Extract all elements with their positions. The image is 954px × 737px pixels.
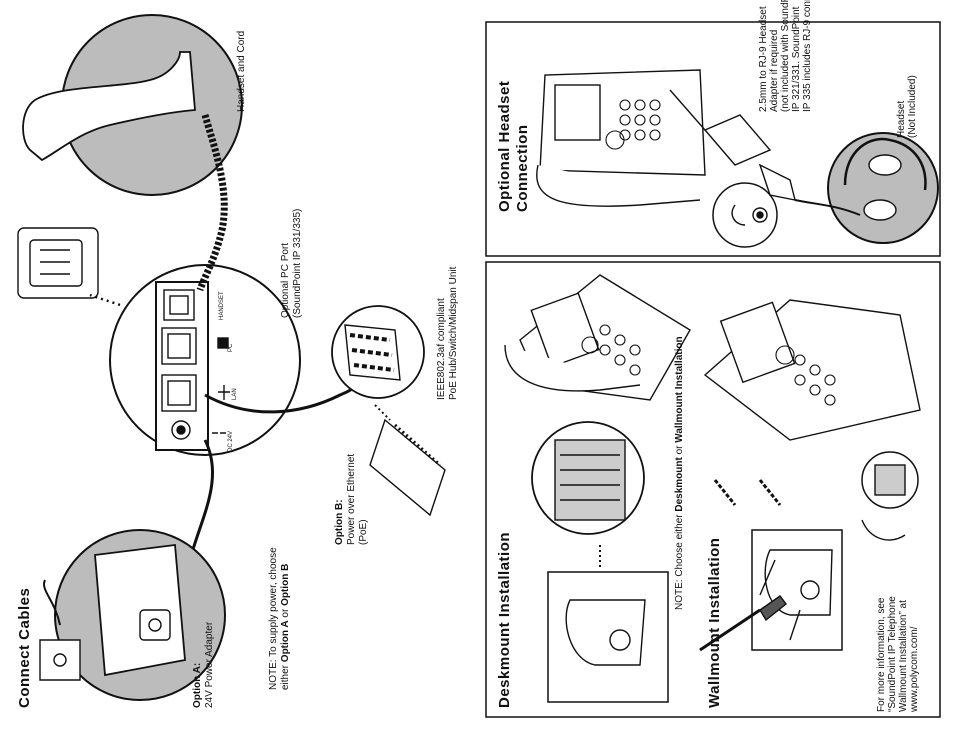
option-a-desc: 24V Power Adapter: [204, 621, 215, 708]
wallmount-heading: Wallmount Installation: [706, 537, 723, 708]
wall-outlet: [39, 639, 81, 681]
headset-adapter-note: 2.5mm to RJ-9 Headset Adapter if require…: [758, 0, 813, 112]
pc-port-label: Optional PC Port (SoundPoint IP 331/335): [280, 208, 303, 318]
power-note-option-b: Option B: [280, 563, 291, 606]
handset-cord-label: Handset and Cord: [236, 30, 247, 112]
headset-shape: [843, 137, 927, 191]
port-label-lan: LAN: [232, 388, 238, 400]
power-cable: [188, 439, 214, 561]
install-note-deskmount: Deskmount: [674, 457, 685, 512]
port-label-handset: HANDSET: [219, 291, 225, 320]
wallmount-more-info: For more information, see “SoundPoint IP…: [876, 596, 920, 712]
deskmount-base-plate: [547, 571, 669, 703]
handset-port: [163, 289, 195, 321]
install-note-prefix: NOTE: Choose either: [674, 511, 685, 610]
headset-heading-line2: Connection: [514, 124, 531, 213]
power-note-prefix: NOTE: To supply power, choose: [268, 547, 279, 690]
headset-panel-border: [485, 21, 941, 257]
option-b-block: Option B: Power over Ethernet (PoE): [334, 454, 370, 545]
headset-label: Headset (Not Included): [896, 75, 918, 138]
headset-circle: [827, 132, 939, 244]
install-panel-border: [485, 261, 941, 718]
handset-shape: [22, 51, 196, 162]
power-note-or: or: [280, 605, 291, 621]
screwdriver: [699, 608, 761, 652]
headset-port-zoom-circle: [712, 182, 778, 248]
connect-cables-heading: Connect Cables: [16, 587, 33, 708]
port-label-pc: PC: [228, 343, 234, 352]
poe-hub-label: IEEE802.3af compliant PoE Hub/Switch/Mid…: [436, 266, 459, 400]
install-note-or: or: [674, 442, 685, 458]
option-b-title: Option B:: [334, 499, 345, 545]
power-note-line2: either Option A or Option B: [280, 547, 292, 690]
power-adapter: [94, 543, 186, 677]
option-a-title: Option A:: [192, 662, 203, 708]
power-note-option-a: Option A: [280, 620, 291, 663]
power-note-either: either: [280, 662, 291, 690]
wallmount-base-plate: [751, 529, 843, 651]
headset-heading: Optional Headset Connection: [496, 81, 532, 212]
install-note-wallmount: Wallmount Installation: [674, 336, 685, 443]
option-a-block: Option A: 24V Power Adapter: [192, 622, 216, 708]
option-b-desc: Power over Ethernet (PoE): [346, 453, 369, 545]
install-note: NOTE: Choose either Deskmount or Wallmou…: [674, 336, 686, 610]
headset-heading-line1: Optional Headset: [496, 80, 513, 212]
port-label-dc: DC 24V: [228, 430, 234, 452]
headset-adapter: [703, 114, 772, 166]
coiled-cord: [196, 114, 228, 292]
power-note: NOTE: To supply power, choose either Opt…: [268, 547, 292, 690]
phone-base-thumbnail: [17, 227, 99, 299]
deskmount-heading: Deskmount Installation: [496, 531, 513, 708]
